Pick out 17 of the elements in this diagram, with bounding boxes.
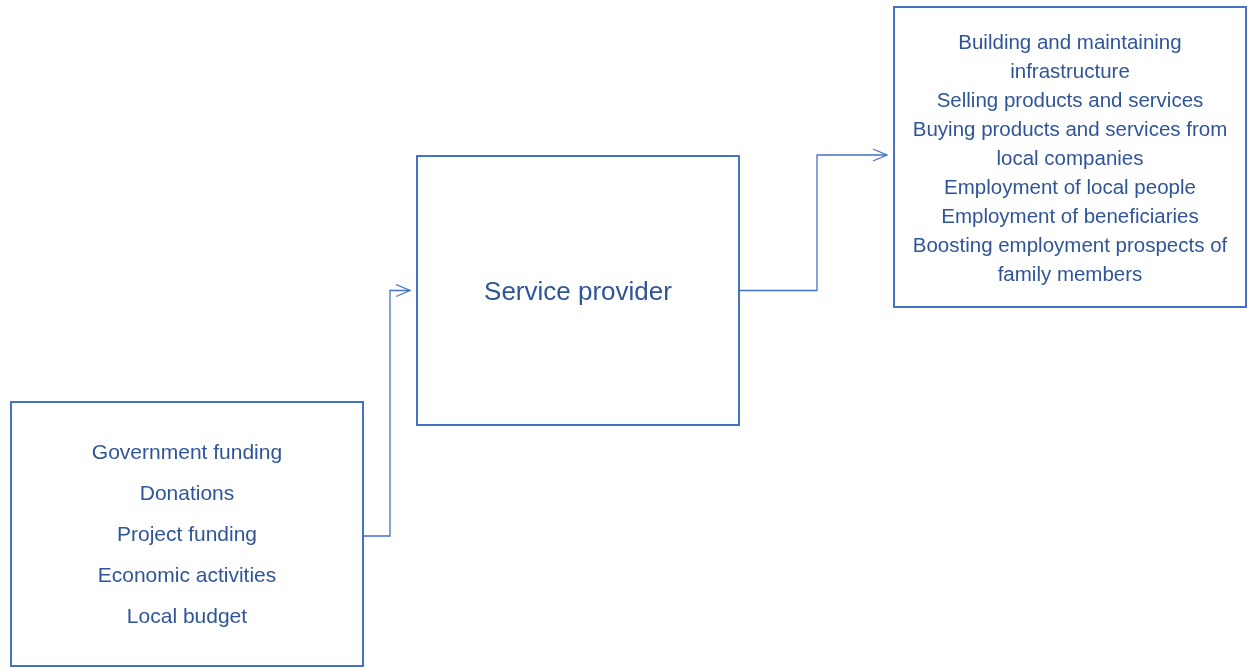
box-text: Government funding <box>91 439 283 465</box>
box-text: Donations <box>139 480 235 506</box>
box-text: Building and maintaining infrastructure <box>957 28 1183 84</box>
box-text: Project funding <box>116 521 258 547</box>
box-text: Employment of beneficiaries <box>941 202 1199 229</box>
box-text: Buying products and services from local companies <box>911 115 1229 171</box>
arrow <box>363 283 411 537</box>
arrow <box>739 148 888 292</box>
process-box <box>10 401 364 667</box>
box-text: Employment of local people <box>944 173 1196 200</box>
box-text: Local budget <box>126 603 248 629</box>
box-text: Boosting employment prospects of family members <box>911 231 1229 287</box>
box-text: Economic activities <box>97 562 277 588</box>
box-text: Selling products and services <box>936 86 1204 113</box>
process-box <box>893 6 1247 308</box>
process-box <box>416 155 740 426</box>
box-text: Service provider <box>484 275 672 306</box>
